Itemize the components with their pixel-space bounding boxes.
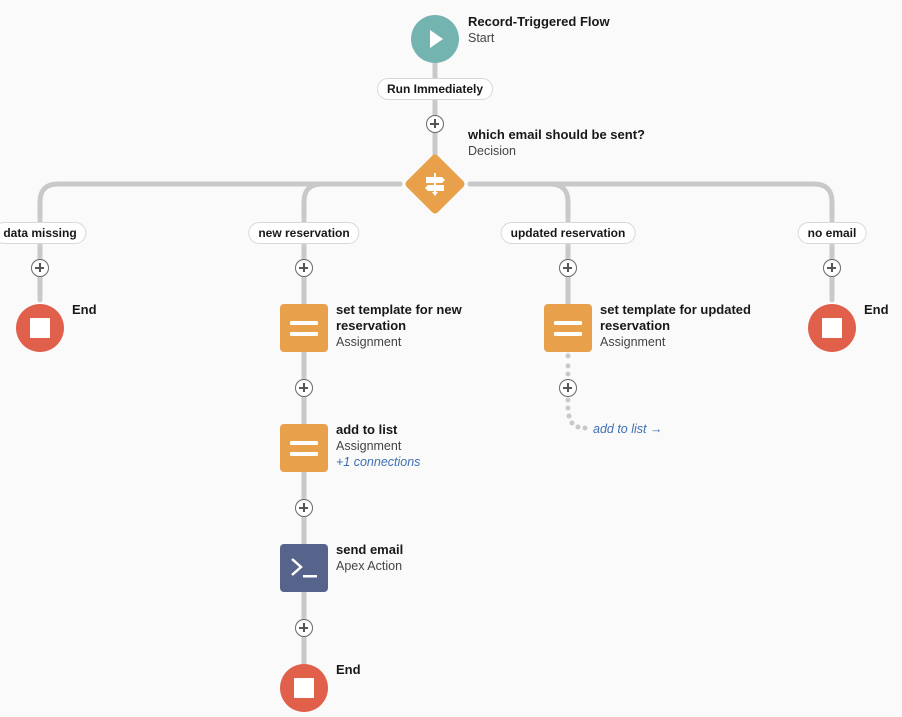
- play-icon: [430, 30, 443, 48]
- add-element-button[interactable]: [426, 115, 444, 133]
- apex-terminal-icon: [291, 558, 317, 578]
- decision-label: which email should be sent? Decision: [468, 127, 645, 159]
- stop-icon: [30, 318, 50, 338]
- end-label: End: [72, 302, 97, 317]
- run-path-label[interactable]: Run Immediately: [376, 78, 494, 100]
- assignment-label: set template for updated reservation Ass…: [600, 302, 751, 349]
- branch-label-updated-reservation[interactable]: updated reservation: [500, 222, 636, 244]
- end-node-no-email[interactable]: [808, 304, 856, 352]
- add-element-button[interactable]: [295, 379, 313, 397]
- end-label: End: [336, 662, 361, 677]
- assignment-node-set-template-new[interactable]: [280, 304, 328, 352]
- add-element-button[interactable]: [823, 259, 841, 277]
- goto-add-to-list-link[interactable]: add to list →: [593, 422, 663, 436]
- start-type: Start: [468, 31, 495, 45]
- decision-title: which email should be sent?: [468, 127, 645, 142]
- decision-signpost-icon: [425, 173, 445, 196]
- branch-label-new-reservation[interactable]: new reservation: [248, 222, 360, 244]
- start-node[interactable]: [411, 15, 459, 63]
- stop-icon: [294, 678, 314, 698]
- assignment-icon: [290, 440, 318, 456]
- connections-link[interactable]: +1 connections: [336, 455, 421, 469]
- branch-label-no-email[interactable]: no email: [797, 222, 867, 244]
- add-element-button[interactable]: [559, 259, 577, 277]
- end-label: End: [864, 302, 889, 317]
- assignment-icon: [290, 320, 318, 336]
- apex-action-label: send email Apex Action: [336, 542, 404, 573]
- assignment-icon: [554, 320, 582, 336]
- end-node-data-missing[interactable]: [16, 304, 64, 352]
- assignment-label: add to list Assignment +1 connections: [336, 422, 421, 469]
- add-element-button[interactable]: [295, 259, 313, 277]
- stop-icon: [822, 318, 842, 338]
- assignment-label: set template for new reservation Assignm…: [336, 302, 462, 349]
- add-element-button[interactable]: [295, 499, 313, 517]
- start-title: Record-Triggered Flow: [468, 14, 610, 29]
- add-element-button[interactable]: [295, 619, 313, 637]
- apex-action-node-send-email[interactable]: [280, 544, 328, 592]
- add-element-button[interactable]: [31, 259, 49, 277]
- start-label: Record-Triggered Flow Start: [468, 14, 610, 46]
- end-node-new-reservation[interactable]: [280, 664, 328, 712]
- branch-label-data-missing[interactable]: data missing: [0, 222, 87, 244]
- decision-type: Decision: [468, 144, 516, 158]
- assignment-node-set-template-updated[interactable]: [544, 304, 592, 352]
- add-element-button[interactable]: [559, 379, 577, 397]
- assignment-node-add-to-list[interactable]: [280, 424, 328, 472]
